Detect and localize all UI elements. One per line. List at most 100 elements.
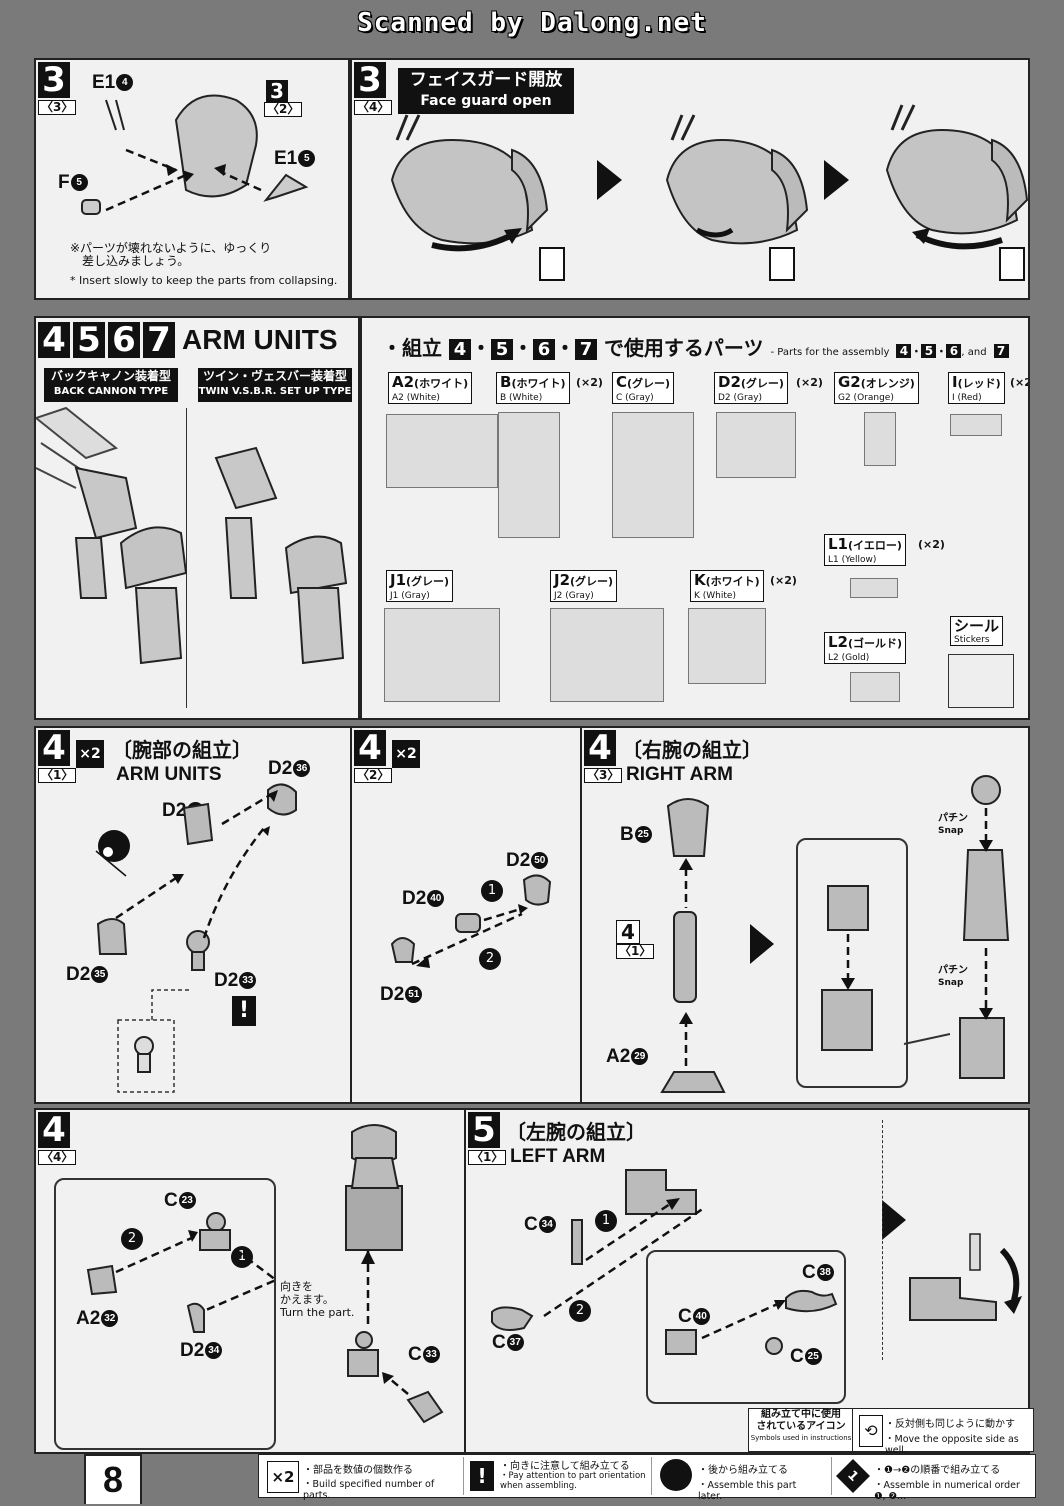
runner-l1 <box>850 578 898 598</box>
runner-label-i: I(レッド)I (Red) <box>948 372 1005 404</box>
arm-section-title: ARM UNITS <box>182 324 338 355</box>
step-number: 5 <box>468 1112 500 1148</box>
arm-4-2-illustration <box>390 874 552 968</box>
order-1-badge: 1 <box>595 1210 617 1232</box>
caution-icon: ! <box>470 1461 494 1491</box>
head-assembly-illustration <box>81 94 309 215</box>
right-arm-illustration <box>660 775 1010 1093</box>
flow-arrow <box>750 924 774 964</box>
runner-j2 <box>550 608 664 702</box>
runner-k <box>688 608 766 684</box>
runner-label-b: B(ホワイト)B (White) <box>496 372 570 404</box>
step-number: 3 <box>354 62 386 98</box>
step-title-box: フェイスガード開放 Face guard open <box>398 68 574 114</box>
step-number: 3 <box>38 62 70 98</box>
step-title-en: LEFT ARM <box>510 1146 606 1167</box>
runner-label-j1: J1(グレー)J1 (Gray) <box>386 570 454 602</box>
panel-step-3-4: 3 〈4〉 フェイスガード開放 Face guard open <box>350 58 1030 300</box>
step-number: 4 <box>38 730 70 766</box>
legend-order: 1 ・❶→❷の順番で組み立てる ・Assemble in numerical o… <box>831 1457 1032 1502</box>
ref-step-tag: 4 <box>616 920 640 944</box>
panel-divider <box>882 1120 884 1360</box>
opposite-side-icon: ⟲ <box>859 1415 883 1447</box>
parts-header: ・組立 4・5・6・7 で使用するパーツ - Parts for the ass… <box>382 332 1009 361</box>
step-title-en: RIGHT ARM <box>626 764 733 785</box>
runner-mult-d2: (×2) <box>796 376 823 389</box>
runner-b <box>498 412 560 538</box>
legend-later: ・後から組み立てる ・Assemble this part later. <box>651 1457 822 1502</box>
type-back-cannon: バックキャノン装着型 BACK CANNON TYPE <box>44 368 178 402</box>
scan-watermark-title: Scanned by Dalong.net <box>357 8 707 38</box>
multiplier-icon: ×2 <box>76 740 104 768</box>
runner-l2 <box>850 672 900 702</box>
runner-label-g2: G2(オレンジ)G2 (Orange) <box>834 372 919 404</box>
runner-a2 <box>386 414 498 488</box>
face-guard-sequence-illustration <box>390 104 1028 281</box>
ref-substep-tag: 〈1〉 <box>616 944 655 959</box>
arm-4-4-illustration <box>86 1124 444 1424</box>
step-number: 4 <box>354 730 386 766</box>
substep-number: 〈2〉 <box>354 768 393 783</box>
step-title-en: Face guard open <box>420 93 552 109</box>
runner-j1 <box>384 608 500 702</box>
assemble-later-icon <box>660 1459 692 1491</box>
arm-units-illustration <box>36 406 348 665</box>
runner-d2 <box>716 412 796 478</box>
type-twin-vsbr: ツイン・ヴェスバー装着型 TWIN V.S.B.R. SET UP TYPE <box>198 368 352 402</box>
caution-icon: ! <box>232 996 256 1026</box>
runner-label-a2: A2(ホワイト)A2 (White) <box>388 372 473 404</box>
runner-mult-i: (×2) <box>1010 376 1028 389</box>
step-title-jp: 〔右腕の組立〕 <box>622 738 762 762</box>
order-2-badge: 2 <box>569 1300 591 1322</box>
runner-mult-b: (×2) <box>576 376 603 389</box>
note-jp: ※パーツが壊れないように、ゆっくり差し込みましょう。 <box>70 241 272 268</box>
order-1-badge: 1 <box>481 880 503 902</box>
order-icon: 1 <box>836 1459 870 1493</box>
substep-number: 〈3〉 <box>584 768 623 783</box>
runner-i <box>950 414 1002 436</box>
runner-label-d2: D2(グレー)D2 (Gray) <box>714 372 788 404</box>
step-title-jp: 〔腕部の組立〕 <box>112 738 252 762</box>
runner-label-l2: L2(ゴールド)L2 (Gold) <box>824 632 907 664</box>
runner-label-l1: L1(イエロー)L1 (Yellow) <box>824 534 906 566</box>
flow-arrow <box>882 1200 906 1240</box>
step-title-en: ARM UNITS <box>116 764 222 785</box>
runner-label-j2: J2(グレー)J2 (Gray) <box>550 570 618 602</box>
runner-mult-l1: (×2) <box>918 538 945 551</box>
substep-number: 〈3〉 <box>38 100 77 115</box>
legend-multiply: ×2 ・部品を数値の個数作る ・Build specified number o… <box>263 1459 453 1501</box>
left-arm-illustration <box>491 1169 1022 1355</box>
legend-caution: ! ・向きに注意して組み立てる ・Pay attention to part o… <box>463 1457 646 1495</box>
runner-mult-k: (×2) <box>770 574 797 587</box>
order-2-badge: 2 <box>121 1228 143 1250</box>
runner-label-c: C(グレー)C (Gray) <box>612 372 675 404</box>
step-title-jp: フェイスガード開放 <box>409 70 563 90</box>
panel-parts-list: ・組立 4・5・6・7 で使用するパーツ - Parts for the ass… <box>360 316 1030 720</box>
substep-number: 〈1〉 <box>38 768 77 783</box>
type-divider <box>186 408 187 708</box>
